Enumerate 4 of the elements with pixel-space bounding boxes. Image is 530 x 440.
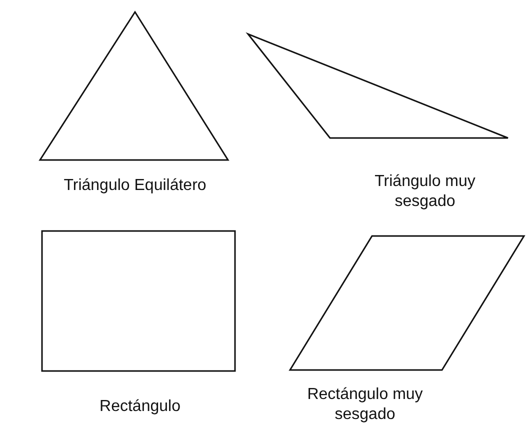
shape-caption: Triángulo Equilátero xyxy=(62,176,208,196)
shape-caption: Triángulo muy sesgado xyxy=(374,172,476,212)
shape-caption: Rectángulo muy sesgado xyxy=(306,385,424,425)
shape-caption: Rectángulo xyxy=(98,397,182,417)
